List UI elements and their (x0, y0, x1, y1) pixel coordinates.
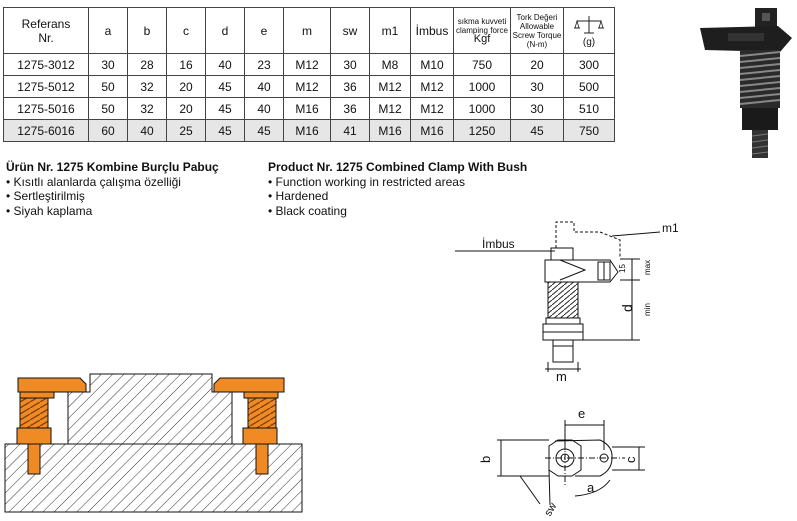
application-drawing (4, 373, 303, 513)
description-en-item: • Black coating (268, 203, 347, 218)
force-header-unit: Kgf (473, 33, 491, 45)
torque-header-line3: Screw Torque (512, 30, 562, 40)
ref-header-line1: Referans (21, 16, 71, 31)
table-cell: 1250 (453, 119, 511, 142)
table-cell: M16 (283, 97, 331, 120)
label-m1: m1 (662, 221, 679, 235)
scale-icon (574, 16, 604, 34)
description-tr-title: Ürün Nr. 1275 Kombine Burçlu Pabuç (6, 160, 219, 174)
table-cell: 45 (244, 119, 284, 142)
col-header-d: d (205, 7, 245, 54)
table-cell: 30 (510, 75, 564, 98)
col-header-ref: Referans Nr. (3, 7, 89, 54)
description-en-item: • Hardened (268, 189, 329, 203)
table-cell: M16 (283, 119, 331, 142)
description-tr-item: • Siyah kaplama (6, 203, 93, 218)
col-header-torque: Tork Değeri Allowable Screw Torque (N-m) (510, 7, 564, 54)
table-cell: 510 (563, 97, 615, 120)
col-header-m1: m1 (369, 7, 411, 54)
torque-header-line2: Allowable (519, 21, 555, 31)
label-sw: sw (542, 501, 559, 519)
table-header-row: Referans Nr. a b c d e m sw m1 İmbus sık… (3, 7, 615, 54)
label-imbus: İmbus (482, 237, 515, 251)
table-cell: 45 (510, 119, 564, 142)
table-cell: 750 (563, 119, 615, 142)
torque-header-line1: Tork Değeri (516, 12, 558, 22)
table-cell: 60 (88, 119, 128, 142)
label-m: m (556, 369, 567, 384)
table-cell: M12 (283, 53, 331, 76)
table-cell: 20 (166, 97, 206, 120)
force-header-line2: clamping force (455, 26, 509, 35)
description-en-title: Product Nr. 1275 Combined Clamp With Bus… (268, 160, 528, 174)
label-d: d (619, 304, 635, 312)
label-b: b (478, 456, 493, 463)
label-dim15: 15 (618, 264, 627, 273)
spec-table: Referans Nr. a b c d e m sw m1 İmbus sık… (3, 7, 615, 142)
label-a: a (587, 480, 595, 495)
description-tr-item: • Sertleştirilmiş (6, 189, 85, 203)
torque-header-unit: (N-m) (526, 39, 548, 49)
table-cell: 25 (166, 119, 206, 142)
table-cell: 500 (563, 75, 615, 98)
col-header-m: m (283, 7, 331, 54)
description-tr: Ürün Nr. 1275 Kombine Burçlu Pabuç • Kıs… (6, 160, 219, 218)
label-c: c (623, 456, 638, 463)
label-e: e (578, 406, 585, 421)
table-cell: M16 (369, 119, 411, 142)
product-photo (700, 8, 792, 158)
table-cell: M16 (410, 119, 454, 142)
top-view-drawing (497, 420, 645, 506)
label-max: max (643, 260, 652, 275)
force-header-line1: sıkma kuvveti (457, 17, 507, 26)
col-header-a: a (88, 7, 128, 54)
label-min: min (643, 303, 652, 316)
col-header-sw: sw (330, 7, 370, 54)
table-cell: 45 (205, 119, 245, 142)
description-tr-item: • Kısıtlı alanlarda çalışma özelliği (6, 174, 181, 189)
col-header-force: sıkma kuvveti clamping force Kgf (453, 7, 511, 54)
description-en-item: • Function working in restricted areas (268, 174, 465, 189)
table-cell: M12 (283, 75, 331, 98)
table-cell: 40 (127, 119, 167, 142)
col-header-e: e (244, 7, 284, 54)
col-header-weight: (g) (563, 7, 615, 54)
col-header-imbus: İmbus (410, 7, 454, 54)
description-en: Product Nr. 1275 Combined Clamp With Bus… (268, 160, 527, 218)
side-view-drawing (455, 221, 661, 372)
table-cell: 1275-6016 (3, 119, 89, 142)
weight-header-unit: (g) (582, 37, 596, 48)
table-cell: 16 (166, 53, 206, 76)
table-cell: 50 (88, 97, 128, 120)
ref-header-line2: Nr. (38, 30, 54, 45)
